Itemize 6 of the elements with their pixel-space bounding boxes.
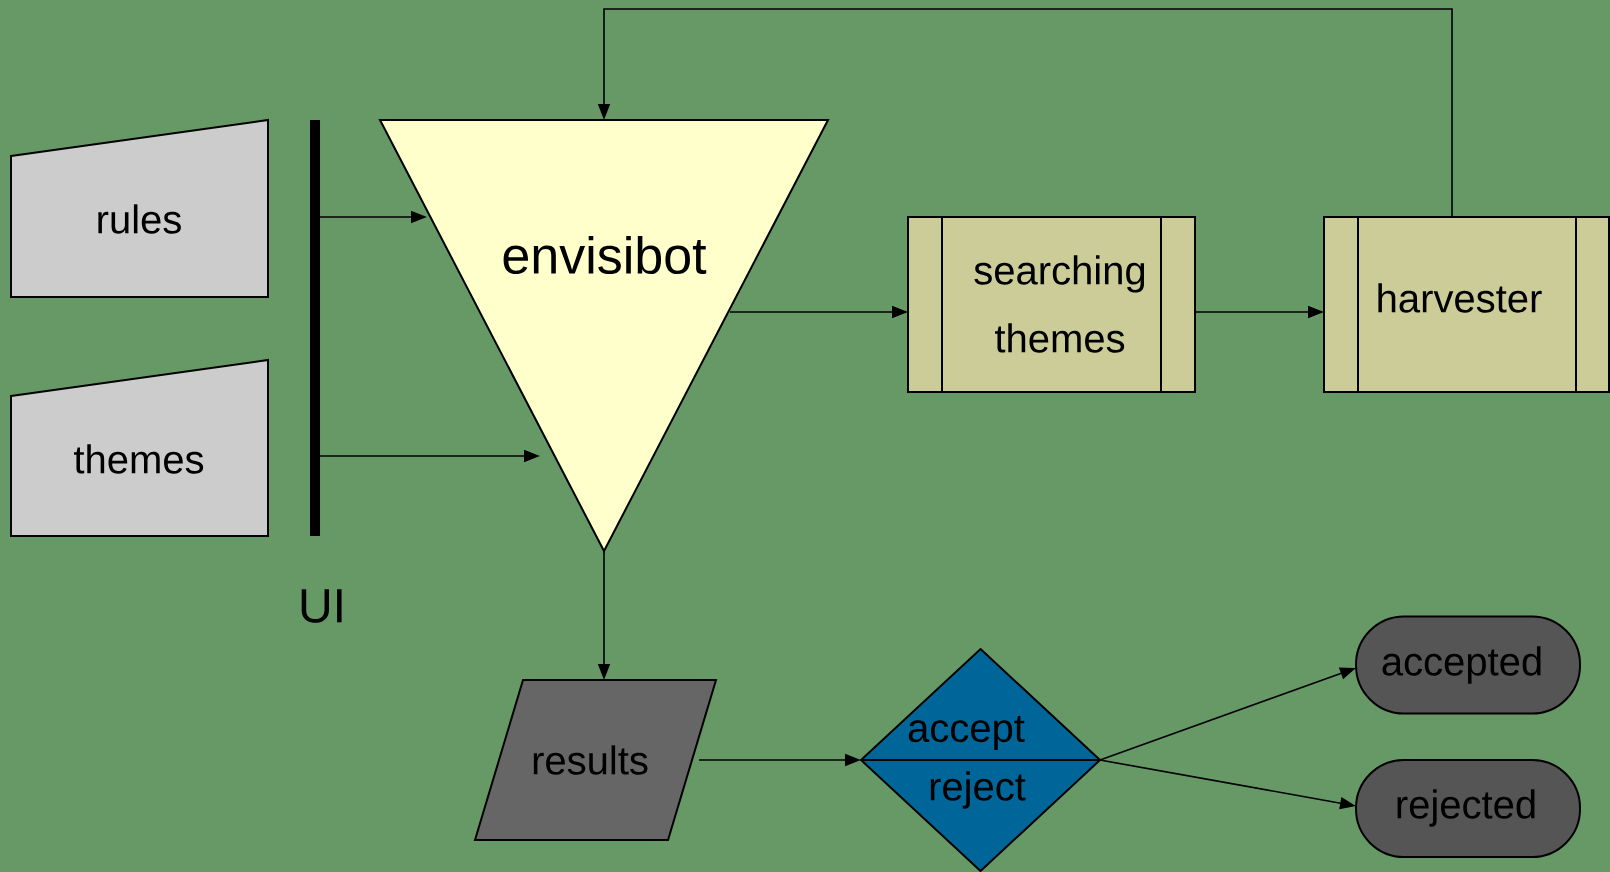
terminal-box: rejected bbox=[1355, 759, 1581, 858]
process-box: harvester bbox=[1323, 216, 1610, 393]
process-box: searching themes bbox=[907, 216, 1196, 393]
ui-bar: UI bbox=[301, 120, 342, 623]
terminal-box: accepted bbox=[1355, 615, 1581, 715]
node-label: UI bbox=[301, 589, 342, 623]
